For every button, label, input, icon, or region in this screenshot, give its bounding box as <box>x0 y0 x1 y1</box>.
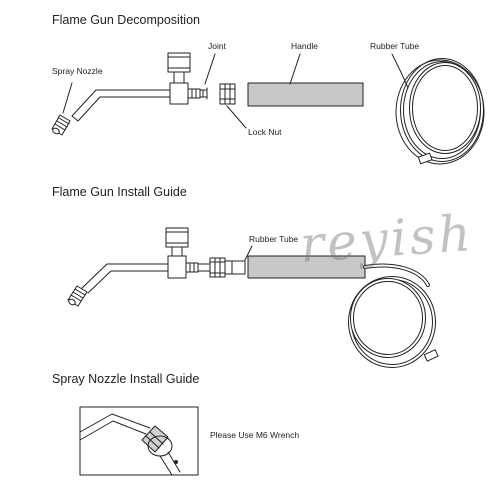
pointer-spray-nozzle <box>62 82 73 114</box>
wrench-note: Please Use M6 Wrench <box>210 430 300 440</box>
pointer-joint <box>204 53 216 85</box>
spray-nozzle-part <box>51 114 71 136</box>
label-joint: Joint <box>208 41 226 51</box>
lock-nut-part <box>219 83 236 105</box>
pointer-lock-nut <box>226 105 247 129</box>
pointer-handle <box>289 53 301 85</box>
gun-assembled <box>67 227 366 307</box>
nozzle-detail-frame <box>79 406 199 476</box>
nozzle-detail <box>79 413 181 476</box>
rubber-tube-coil <box>395 58 485 165</box>
label-spray-nozzle: Spray Nozzle <box>52 66 103 76</box>
install-title: Flame Gun Install Guide <box>52 185 187 199</box>
handle-part <box>247 82 364 107</box>
rubber-tube-coil-installed <box>348 263 439 368</box>
label-rubber-tube: Rubber Tube <box>370 41 420 51</box>
pointer-install-rubber-tube <box>244 245 253 261</box>
label-lock-nut: Lock Nut <box>248 127 282 137</box>
nozzle-title: Spray Nozzle Install Guide <box>52 372 200 386</box>
gun-body-1 <box>71 52 208 122</box>
decomposition-title: Flame Gun Decomposition <box>52 13 200 27</box>
watermark: reyish <box>298 204 476 274</box>
label-handle: Handle <box>291 41 318 51</box>
pointer-rubber-tube <box>391 53 409 89</box>
label-install-rubber-tube: Rubber Tube <box>249 234 299 244</box>
